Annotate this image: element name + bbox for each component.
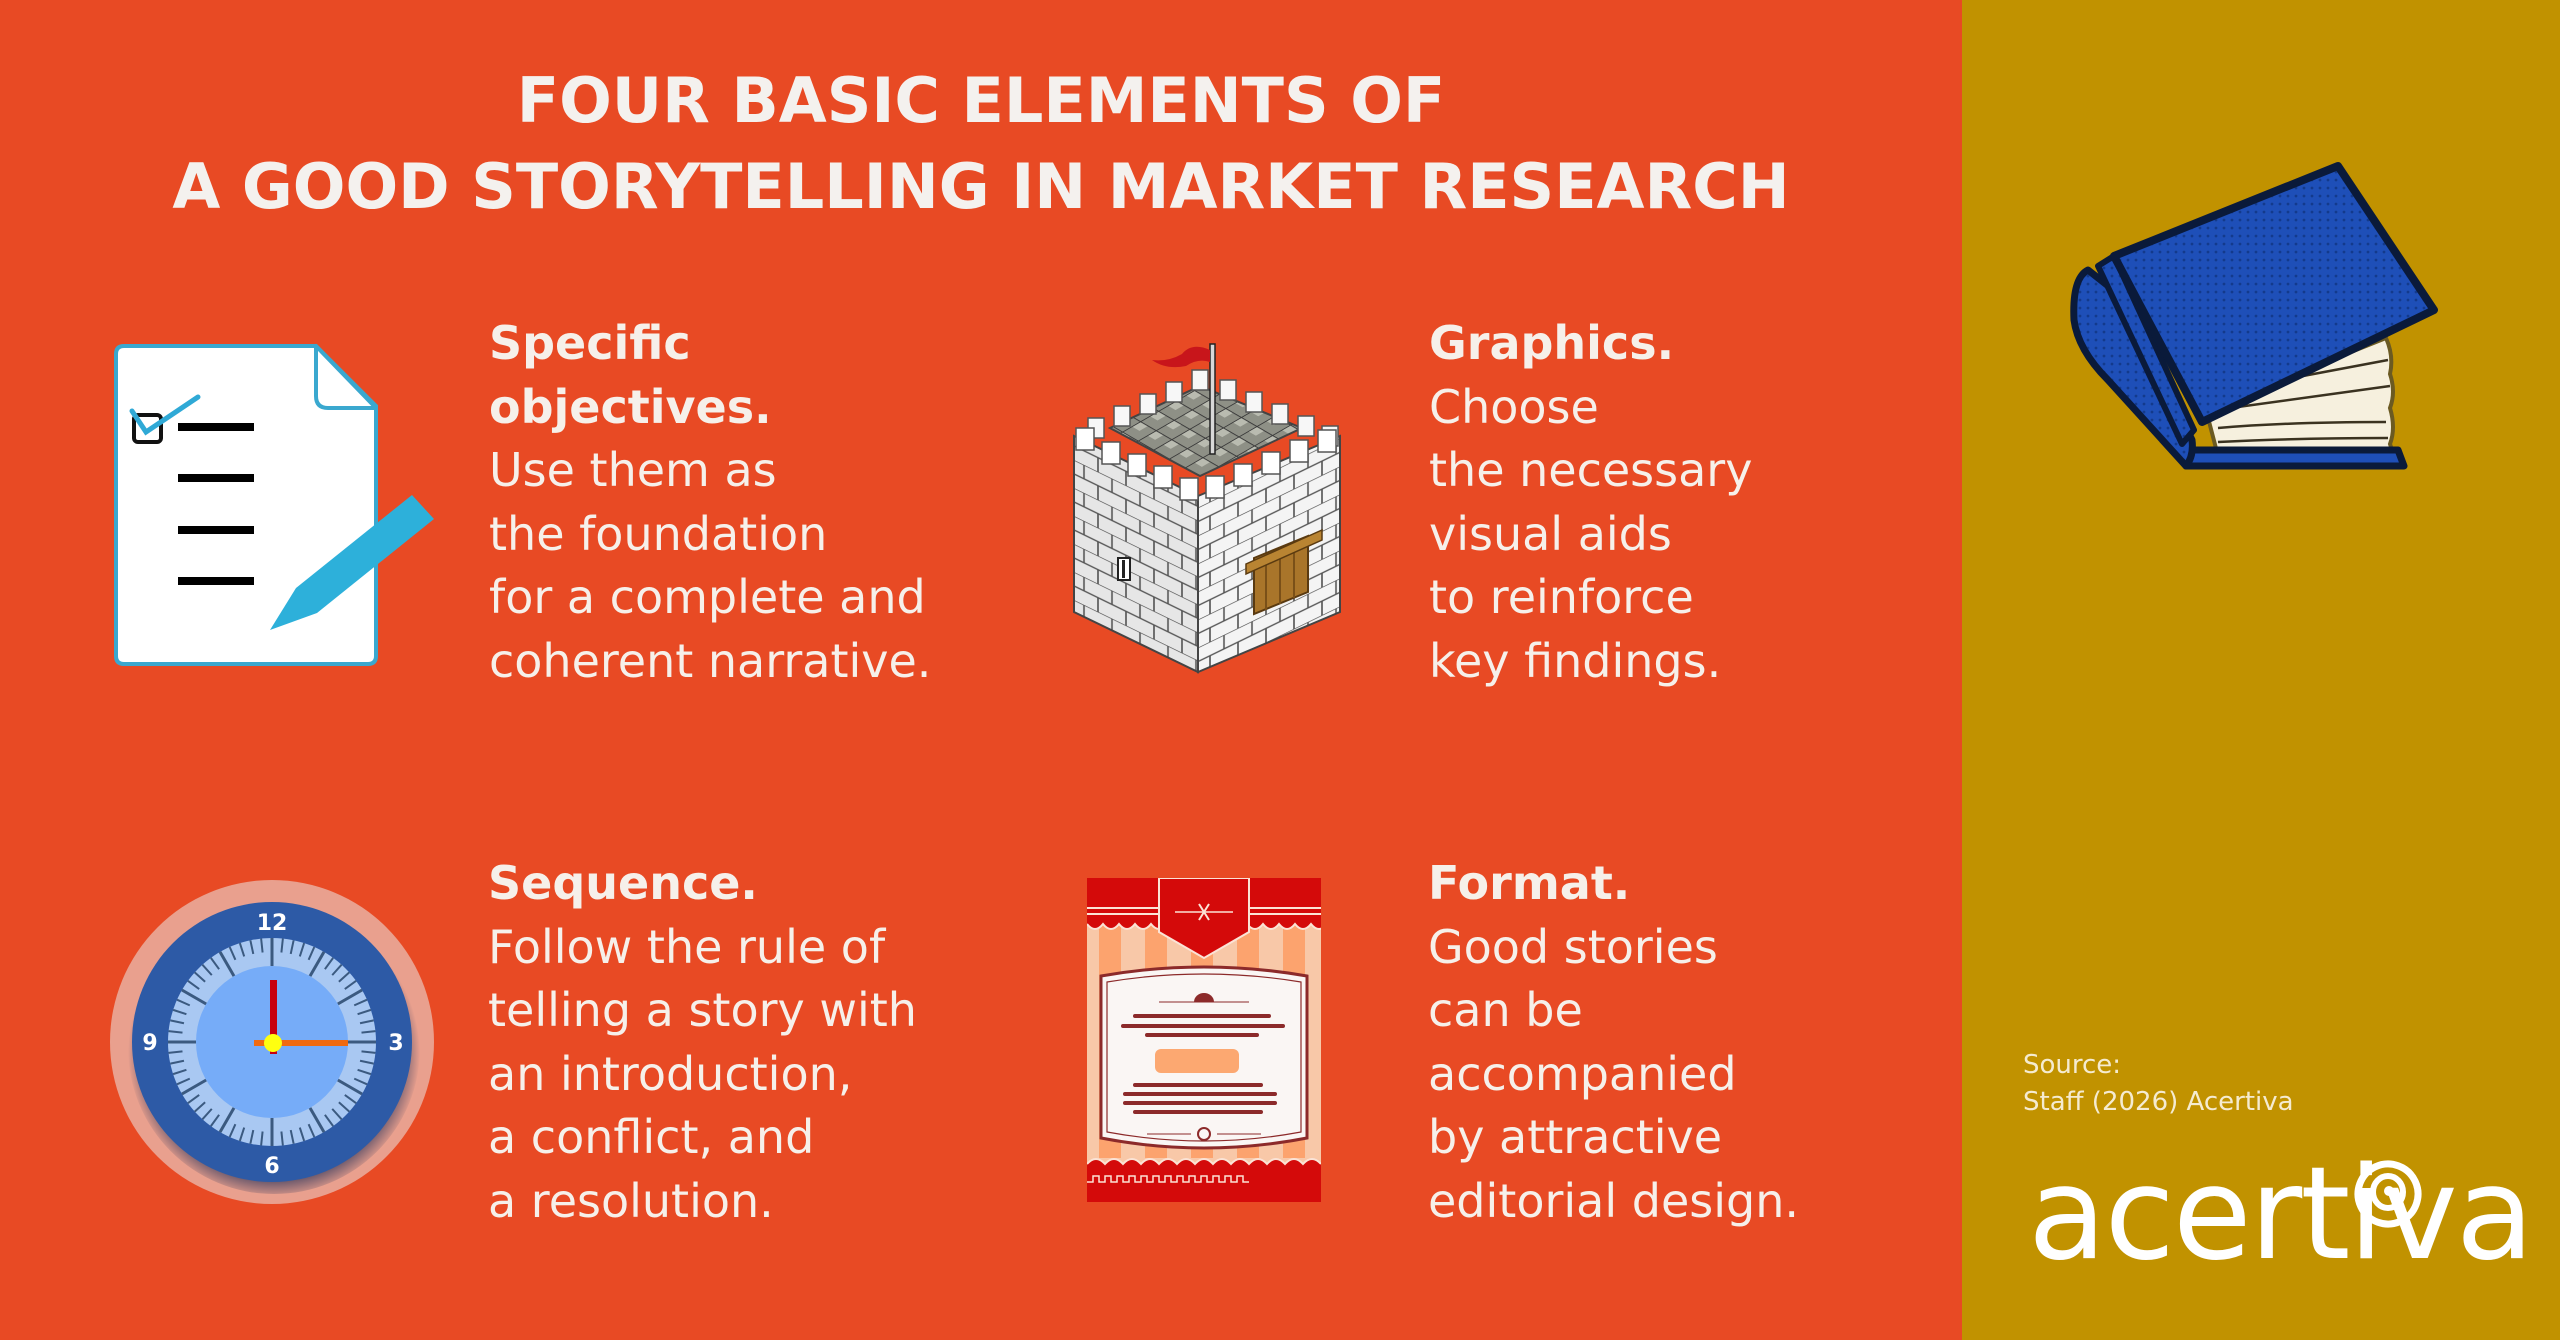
element-body-line: can be (1428, 983, 1583, 1038)
element-body-line: telling a story with (488, 983, 917, 1038)
source-label: Source: (2023, 1050, 2122, 1080)
target-icon (2352, 1160, 2424, 1244)
title-line-2: A GOOD STORYTELLING IN MARKET RESEARCH (172, 150, 1790, 223)
element-body-line: Follow the rule of (488, 919, 886, 974)
title-line-1: FOUR BASIC ELEMENTS OF (516, 64, 1446, 137)
editorial-poster-icon (1086, 877, 1328, 1202)
element-body-line: Good stories (1428, 919, 1718, 974)
element-body-line: for a complete and (489, 570, 926, 625)
element-body-line: key findings. (1429, 633, 1722, 688)
element-format: Format. Good stories can be accompanied … (1428, 852, 1799, 1234)
element-body-line: the necessary (1429, 443, 1753, 498)
element-body-line: a resolution. (488, 1173, 774, 1228)
element-heading: Sequence. (488, 856, 758, 910)
element-body-line: an introduction, (488, 1046, 853, 1101)
element-body-line: visual aids (1429, 506, 1672, 561)
castle-tower-icon (1070, 318, 1345, 676)
book-icon (2068, 160, 2458, 545)
page-title: FOUR BASIC ELEMENTS OF A GOOD STORYTELLI… (0, 58, 1962, 230)
element-body-line: to reinforce (1429, 570, 1694, 625)
element-heading: Format. (1428, 856, 1631, 910)
element-body-line: coherent narrative. (489, 633, 932, 688)
clock-label-12: 12 (257, 911, 288, 936)
element-specific-objectives: Specific objectives. Use them as the fou… (489, 312, 931, 694)
source-citation: Source: Staff (2026) Acertiva (2023, 1047, 2294, 1121)
element-body-line: editorial design. (1428, 1173, 1799, 1228)
source-value: Staff (2026) Acertiva (2023, 1087, 2294, 1117)
element-sequence: Sequence. Follow the rule of telling a s… (488, 852, 917, 1234)
acertiva-logo: acertiva (2028, 1140, 2534, 1289)
element-body-line: Use them as (489, 443, 777, 498)
clock-label-9: 9 (142, 1031, 157, 1056)
clock-label-3: 3 (388, 1031, 403, 1056)
element-heading: Specific (489, 316, 691, 370)
clock-label-6: 6 (264, 1154, 279, 1179)
element-heading: Graphics. (1429, 316, 1675, 370)
element-graphics: Graphics. Choose the necessary visual ai… (1429, 312, 1752, 694)
element-body-line: Choose (1429, 379, 1599, 434)
element-heading: objectives. (489, 379, 772, 434)
element-body-line: accompanied (1428, 1046, 1737, 1101)
element-body-line: by attractive (1428, 1110, 1723, 1165)
element-body-line: a conflict, and (488, 1110, 815, 1165)
clock-icon: 12 3 6 9 (108, 878, 438, 1208)
element-body-line: the foundation (489, 506, 828, 561)
checklist-document-icon (112, 338, 437, 668)
